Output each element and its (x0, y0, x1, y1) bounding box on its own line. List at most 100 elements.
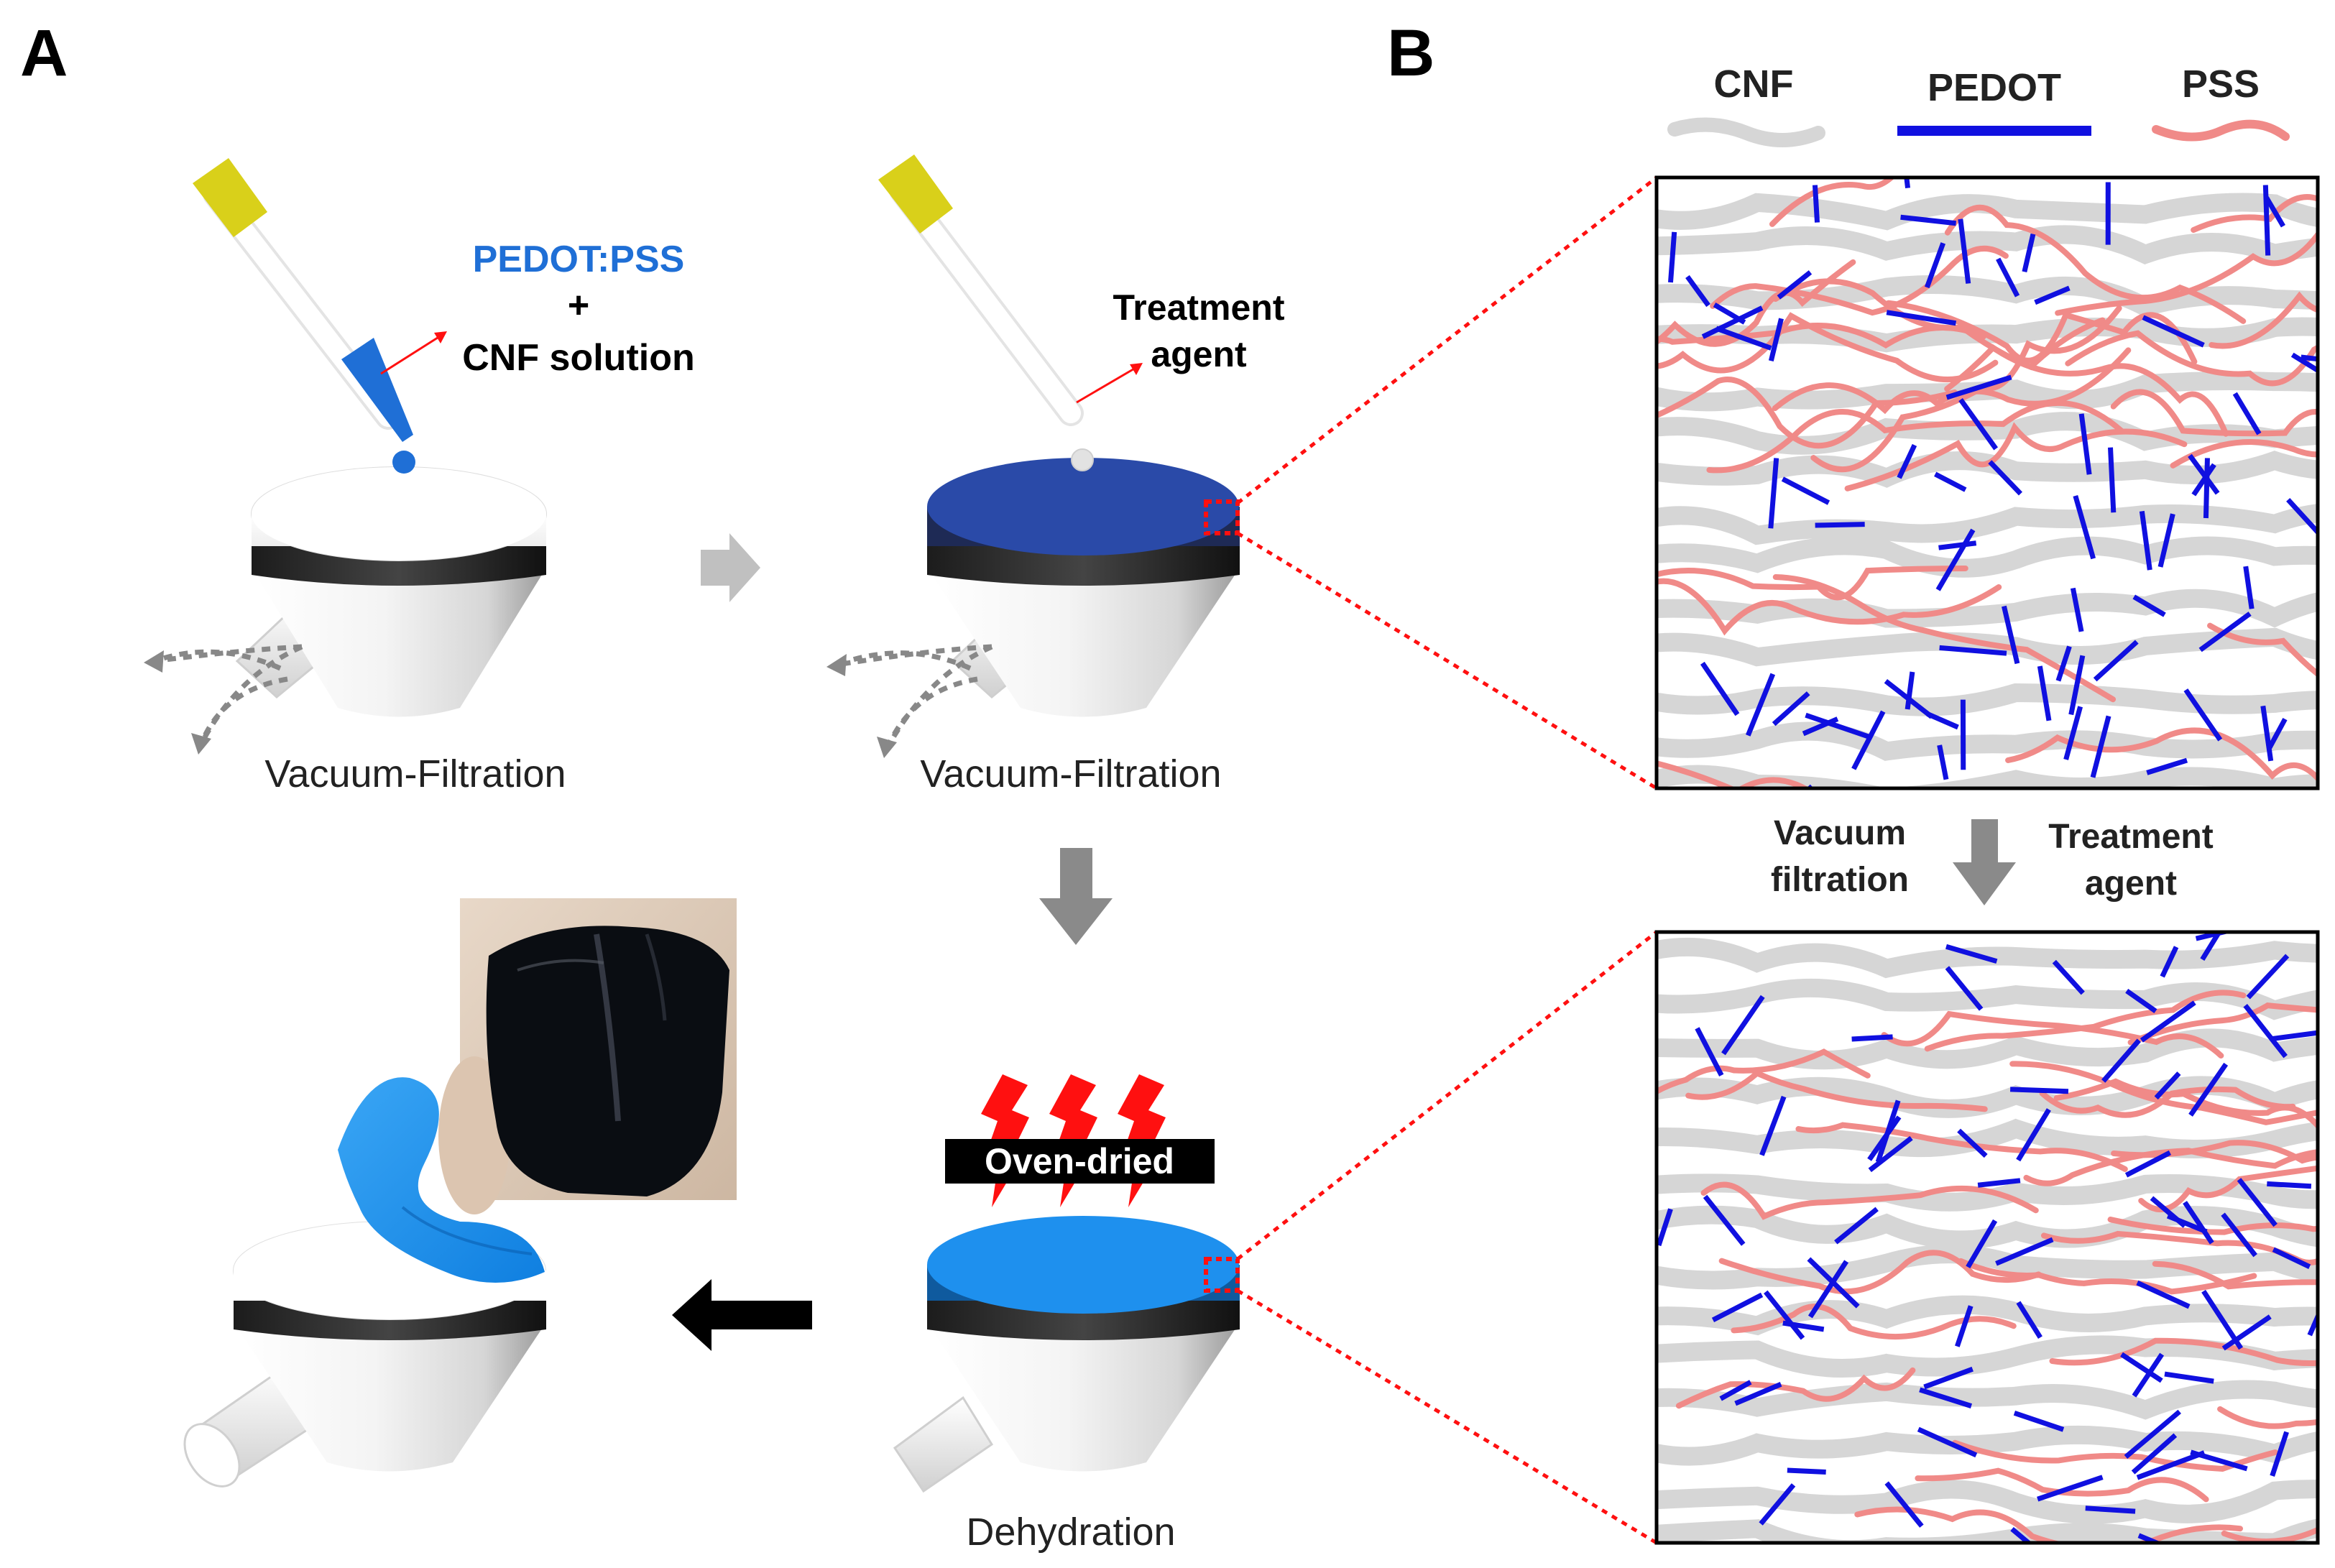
pedot-rod (2037, 665, 2052, 721)
pedot-rod (1667, 231, 1677, 283)
zoom-box-bottom (1204, 1257, 1240, 1293)
cnf-fiber (1657, 683, 2318, 716)
pedot-rod (1805, 712, 1871, 740)
pss-chain (1885, 300, 2198, 365)
pedot-rod (2009, 1087, 2069, 1094)
pedot-rod (1945, 944, 1998, 964)
pedot-rod (1924, 242, 1946, 289)
pedot-rod (1897, 443, 1917, 479)
arrow-step1-to-step2 (701, 533, 760, 602)
cnf-fiber (1657, 1480, 2318, 1524)
pedot-rod (2221, 1314, 2272, 1351)
pedot-rod (2270, 1431, 2289, 1477)
pedot-rod (2183, 688, 2223, 742)
pedot-rod (2246, 954, 2290, 1000)
legend-pss-swatch (2152, 119, 2290, 142)
funnel-step3 (893, 1216, 1240, 1493)
pedot-rod (2203, 458, 2210, 519)
pss-chain (2005, 727, 2318, 783)
pedot-rod (1926, 711, 1959, 730)
pss-chain (1700, 1181, 2039, 1220)
zoom-line-top-2 (1236, 531, 1658, 790)
pss-chain (1844, 422, 2188, 492)
pedot-rod (1851, 710, 1886, 770)
caption-step3: Dehydration (966, 1511, 1175, 1554)
microstructure-after (1657, 932, 2318, 1543)
transition-right-line2: agent (2085, 864, 2177, 903)
pedot-rod (1695, 1027, 1724, 1076)
pedot-rod (1868, 1135, 1913, 1173)
pedot-rod (1787, 1467, 1826, 1475)
pedot-rod (2124, 1150, 2172, 1178)
pedot-rod (2068, 655, 2086, 716)
pss-chain (2110, 389, 2318, 437)
pedot-rod (2188, 453, 2220, 495)
pedot-rod (1958, 397, 1999, 451)
cnf-fiber (1657, 225, 2318, 265)
pedot-rod (1715, 326, 1772, 351)
pedot-rod (1938, 540, 1977, 550)
pss-chain (1657, 1048, 1871, 1095)
pedot-rod (1884, 1481, 1924, 1528)
pss-chain (2009, 1061, 2318, 1125)
pedot-rod (2188, 1062, 2229, 1117)
drain-arrowhead-2 (191, 733, 211, 755)
pedot-rod (2183, 1201, 2214, 1245)
legend-pss-label: PSS (2182, 63, 2260, 106)
pedot-pss-label: PEDOT:PSS (473, 239, 685, 280)
zoom-line-top-1 (1236, 176, 1658, 504)
pedot-rod (2037, 1475, 2104, 1502)
legend-pedot-label: PEDOT (1928, 66, 2061, 109)
pedot-rod (2200, 932, 2222, 961)
zoom-line-bot-1 (1236, 931, 1658, 1260)
pedot-rod (2191, 463, 2216, 497)
pedot-rod (2010, 1526, 2033, 1543)
pedot-rod (2157, 513, 2175, 568)
pedot-rod (2267, 1181, 2312, 1189)
pss-chain (1657, 578, 2002, 636)
pss-chain (1772, 574, 2117, 703)
pedot-rod (2301, 354, 2318, 362)
pss-chain (2065, 330, 2318, 387)
pedot-rod (2221, 1212, 2257, 1258)
pedot-rod (2073, 494, 2096, 560)
drain-arrowhead-1 (144, 650, 164, 673)
pedot-rod (2243, 1004, 2288, 1059)
pedot-rod (2267, 717, 2288, 750)
drain-arrows-step2 (836, 644, 993, 749)
caption-step1: Vacuum-Filtration (264, 752, 566, 795)
pedot-rod (1701, 305, 1764, 339)
pedot-rod (2022, 233, 2036, 273)
pedot-rod (2262, 185, 2271, 256)
transition-left-line2: filtration (1771, 861, 1909, 899)
pss-chain (2053, 1078, 2318, 1130)
pedot-rod (1917, 1426, 1978, 1458)
pedot-rod (1782, 1320, 1825, 1332)
pedot-rod (1934, 471, 1967, 492)
pedot-rod (1851, 1034, 1893, 1042)
pedot-rod (2063, 706, 2083, 760)
pedot-rod (1955, 1305, 1974, 1347)
pedot-rod (2002, 605, 2020, 665)
pedot-rod (2243, 566, 2255, 609)
pedot-rod (2090, 715, 2111, 778)
cnf-fiber (1657, 1245, 2318, 1290)
callout-arrow-step1 (380, 335, 441, 375)
pss-chain (1924, 990, 2247, 1052)
pedot-rod (1734, 1382, 1782, 1406)
pedot-rod (2136, 1450, 2206, 1480)
pedot-rod (2132, 1352, 2165, 1398)
pedot-rod (1867, 1115, 1902, 1161)
pss-chain (2055, 229, 2318, 316)
pedot-rod (1781, 476, 1830, 505)
pedot-rod (2093, 640, 2139, 682)
pss-chain (1657, 312, 1999, 382)
pss-chain (2217, 1406, 2318, 1429)
pedot-rod (2142, 315, 2205, 348)
pedot-rod (2078, 413, 2092, 475)
pss-chain (2127, 1002, 2318, 1046)
pedot-rod (2290, 352, 2318, 374)
zoom-line-bot-2 (1236, 1288, 1658, 1545)
pedot-rod (2136, 1280, 2191, 1309)
cnf-solution-label: CNF solution (462, 337, 695, 379)
